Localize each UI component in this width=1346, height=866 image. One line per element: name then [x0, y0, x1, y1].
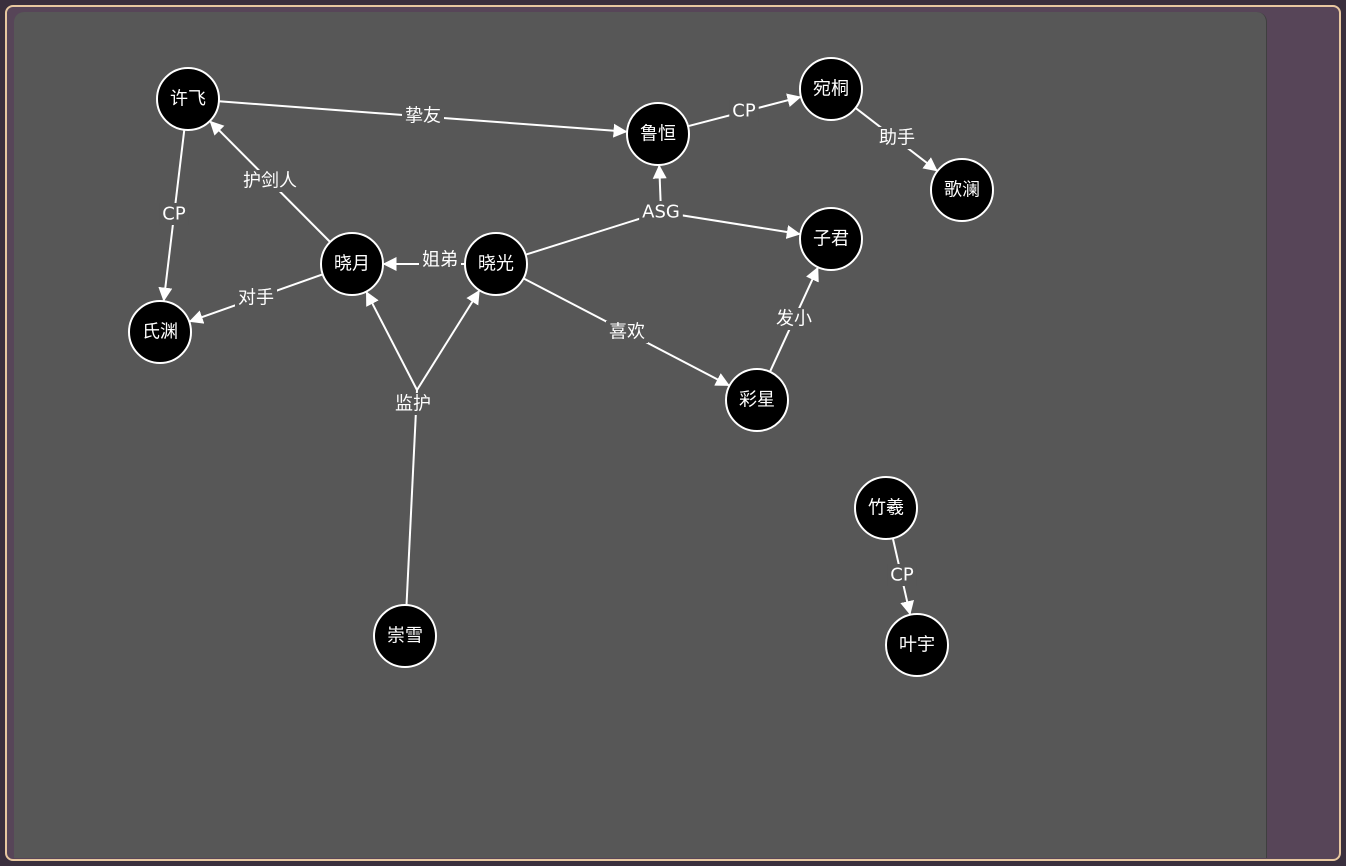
- node-yeyu[interactable]: 叶宇: [885, 613, 949, 677]
- edge-label-xiaoyue-minyuan-backdrop: [235, 287, 277, 309]
- node-circle-chongxue[interactable]: [373, 604, 437, 668]
- node-zhuxi[interactable]: 竹羲: [854, 476, 918, 540]
- node-label-minyuan: 氏渊: [142, 322, 178, 343]
- edge-label-xiaoguang-caixing: 喜欢: [606, 321, 648, 343]
- edge-label-xufei-luheng-backdrop: [402, 105, 444, 127]
- edge-label-wantong-gelan-text: 助手: [879, 128, 915, 149]
- edge-label-asg-backdrop: [639, 201, 683, 223]
- edge-label-xiaoyue-xufei-backdrop: [240, 170, 300, 192]
- node-minyuan[interactable]: 氏渊: [128, 300, 192, 364]
- node-circle-xiaoguang[interactable]: [464, 232, 528, 296]
- node-circle-yeyu[interactable]: [885, 613, 949, 677]
- node-circle-zijun[interactable]: [799, 207, 863, 271]
- edge-label-xiaoyue-minyuan: 对手: [235, 287, 277, 309]
- node-zijun[interactable]: 子君: [799, 207, 863, 271]
- edge-label-asg-text: ASG: [642, 202, 680, 223]
- node-label-chongxue: 崇雪: [387, 626, 423, 647]
- edge-label-xiaoyue-xufei: 护剑人: [240, 170, 300, 192]
- edge-label-luheng-wantong-backdrop: [729, 100, 759, 122]
- node-label-wantong: 宛桐: [813, 79, 849, 100]
- edge-label-xufei-minyuan: CP: [159, 203, 189, 225]
- edge-label-xiaoguang-xiaoyue: 姐弟: [419, 249, 461, 271]
- node-circle-luheng[interactable]: [626, 102, 690, 166]
- node-xiaoguang[interactable]: 晓光: [464, 232, 528, 296]
- edge-label-xufei-minyuan-text: CP: [162, 204, 186, 225]
- node-circle-wantong[interactable]: [799, 57, 863, 121]
- edge-label-xiaoyue-xufei-text: 护剑人: [243, 171, 297, 192]
- edge-label-xiaoyue-minyuan-text: 对手: [238, 288, 274, 309]
- node-wantong[interactable]: 宛桐: [799, 57, 863, 121]
- graph-canvas-panel[interactable]: 挚友 CP 护剑人对手 姐弟 CP 助手喜欢 发小 CP ASG 监护 许飞氏渊 晓月 晓光 鲁恒 宛桐歌…: [14, 12, 1267, 858]
- node-label-xiaoguang: 晓光: [478, 254, 514, 275]
- node-caixing[interactable]: 彩星: [725, 368, 789, 432]
- node-chongxue[interactable]: 崇雪: [373, 604, 437, 668]
- app-window: 挚友 CP 护剑人对手 姐弟 CP 助手喜欢 发小 CP ASG 监护 许飞氏渊 晓月 晓光 鲁恒 宛桐歌…: [5, 5, 1341, 861]
- node-xiaoyue[interactable]: 晓月: [320, 232, 384, 296]
- edge-asg-zijun: [660, 211, 801, 239]
- node-circle-caixing[interactable]: [725, 368, 789, 432]
- edge-label-zhuxi-yeyu-text: CP: [890, 565, 914, 586]
- node-circle-xufei[interactable]: [156, 67, 220, 131]
- edge-label-wantong-gelan-backdrop: [876, 127, 918, 149]
- edge-label-xiaoguang-caixing-text: 喜欢: [609, 322, 645, 343]
- node-circle-gelan[interactable]: [930, 158, 994, 222]
- node-xufei[interactable]: 许飞: [156, 67, 220, 131]
- edge-label-jianhu-backdrop: [392, 393, 434, 415]
- node-label-luheng: 鲁恒: [640, 124, 676, 145]
- edge-label-xufei-minyuan-backdrop: [159, 203, 189, 225]
- node-label-xiaoyue: 晓月: [334, 254, 370, 275]
- edge-label-wantong-gelan: 助手: [876, 127, 918, 149]
- edge-label-caixing-zijun-text: 发小: [776, 309, 812, 330]
- edge-label-xufei-luheng-text: 挚友: [405, 106, 441, 127]
- edge-label-caixing-zijun: 发小: [773, 308, 815, 330]
- edge-label-xufei-luheng: 挚友: [402, 105, 444, 127]
- edge-chongxue-jianhu-trunk: [405, 389, 418, 606]
- edge-label-caixing-zijun-backdrop: [773, 308, 815, 330]
- node-luheng[interactable]: 鲁恒: [626, 102, 690, 166]
- edge-label-xiaoguang-xiaoyue-text: 姐弟: [422, 250, 458, 271]
- node-circle-xiaoyue[interactable]: [320, 232, 384, 296]
- node-label-xufei: 许飞: [170, 89, 206, 110]
- node-gelan[interactable]: 歌澜: [930, 158, 994, 222]
- edge-jianhu-xiaoyue: [365, 291, 418, 391]
- edge-label-zhuxi-yeyu: CP: [887, 564, 917, 586]
- edge-xiaoguang-asg-trunk: [525, 211, 662, 256]
- node-label-yeyu: 叶宇: [899, 635, 935, 656]
- edge-label-jianhu: 监护: [392, 393, 434, 415]
- node-circle-zhuxi[interactable]: [854, 476, 918, 540]
- node-label-zhuxi: 竹羲: [868, 498, 904, 519]
- edge-label-luheng-wantong: CP: [729, 100, 759, 122]
- edge-jianhu-xiaoguang: [416, 289, 480, 391]
- node-circle-minyuan[interactable]: [128, 300, 192, 364]
- edge-label-zhuxi-yeyu-backdrop: [887, 564, 917, 586]
- edge-label-asg: ASG: [639, 201, 683, 223]
- edge-label-luheng-wantong-text: CP: [732, 101, 756, 122]
- edge-label-jianhu-text: 监护: [395, 394, 431, 415]
- node-label-zijun: 子君: [813, 229, 849, 250]
- edge-label-xiaoguang-caixing-backdrop: [606, 321, 648, 343]
- edge-label-xiaoguang-xiaoyue-backdrop: [419, 249, 461, 271]
- node-label-gelan: 歌澜: [944, 180, 980, 201]
- node-label-caixing: 彩星: [739, 390, 775, 411]
